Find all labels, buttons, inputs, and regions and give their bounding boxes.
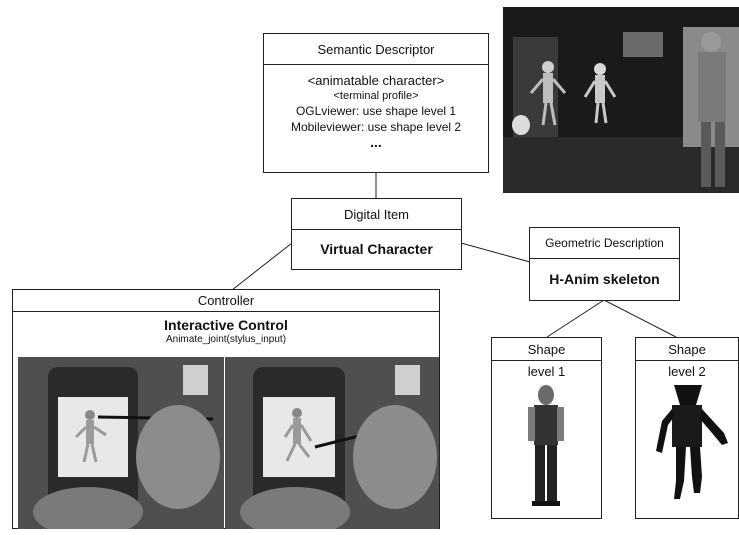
shape-level1-box: Shape level 1 bbox=[491, 337, 602, 519]
geometric-description-title: Geometric Description bbox=[530, 228, 679, 259]
shape-level1-level: level 1 bbox=[527, 364, 566, 379]
shape-level2-box: Shape level 2 bbox=[635, 337, 739, 519]
semantic-descriptor-title: Semantic Descriptor bbox=[264, 34, 488, 65]
pda-photo-right bbox=[225, 357, 439, 529]
shape-level2-title: Shape bbox=[636, 338, 738, 361]
shape-level2-level: level 2 bbox=[668, 364, 706, 379]
room-projection-photo bbox=[503, 7, 739, 193]
semantic-line-oglviewer: OGLviewer: use shape level 1 bbox=[295, 104, 457, 118]
geometric-description-content: H-Anim skeleton bbox=[549, 271, 660, 287]
connector-geometric-shape2 bbox=[603, 299, 677, 338]
textured-character-figure bbox=[528, 385, 564, 506]
semantic-descriptor-box: Semantic Descriptor <animatable characte… bbox=[263, 33, 489, 173]
shape-level1-title: Shape bbox=[492, 338, 601, 361]
semantic-ellipsis: ... bbox=[370, 134, 382, 150]
controller-function: Animate_joint(stylus_input) bbox=[165, 334, 287, 345]
blocky-character-figure bbox=[656, 385, 728, 499]
semantic-line-mobileviewer: Mobileviewer: use shape level 2 bbox=[290, 120, 462, 134]
pda-left-drawing bbox=[18, 357, 224, 529]
connector-digital-controller bbox=[231, 242, 293, 291]
pda-photo-left bbox=[18, 357, 224, 529]
digital-item-box: Digital Item Virtual Character bbox=[291, 198, 462, 270]
controller-heading: Interactive Control bbox=[164, 317, 288, 333]
semantic-line-animatable: <animatable character> bbox=[307, 73, 445, 88]
semantic-line-terminal: <terminal profile> bbox=[333, 90, 419, 102]
geometric-description-box: Geometric Description H-Anim skeleton bbox=[529, 227, 680, 301]
digital-item-title: Digital Item bbox=[292, 199, 461, 230]
digital-item-content: Virtual Character bbox=[320, 241, 433, 257]
connector-digital-geometric bbox=[460, 242, 531, 263]
room-photo-drawing bbox=[503, 7, 739, 193]
connector-geometric-shape1 bbox=[546, 299, 605, 338]
pda-right-drawing bbox=[225, 357, 439, 529]
controller-title: Controller bbox=[13, 290, 439, 312]
